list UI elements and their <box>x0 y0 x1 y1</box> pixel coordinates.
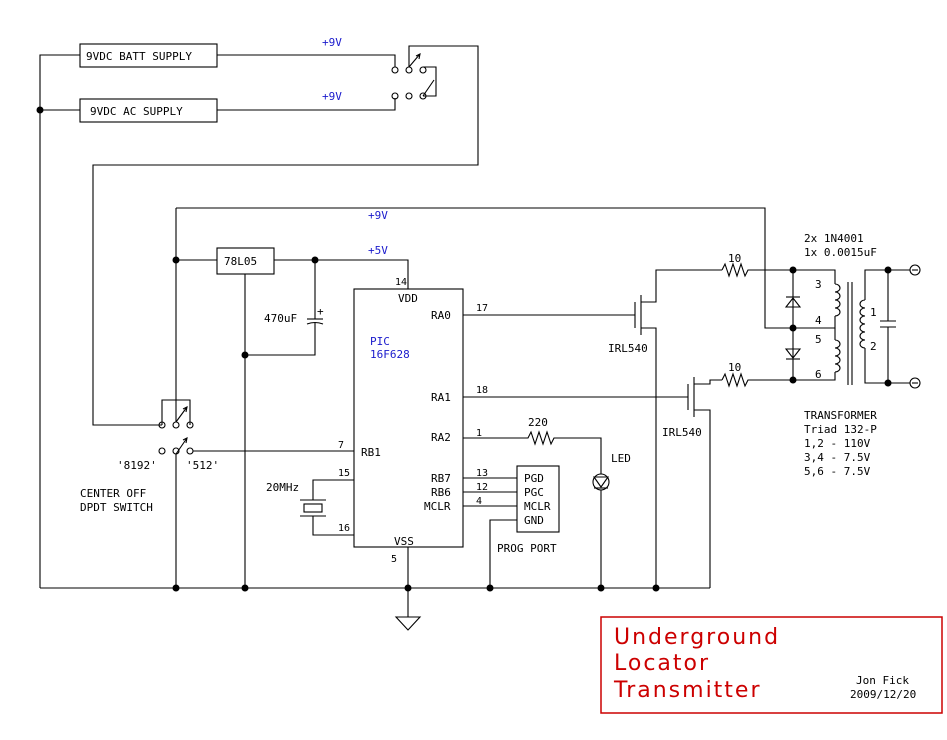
switch-desc-line1: CENTER OFF <box>80 487 146 500</box>
transformer-pin-2: 2 <box>870 340 877 353</box>
prog-port: PGD PGC MCLR GND PROG PORT <box>463 465 560 588</box>
switch-desc-line2: DPDT SWITCH <box>80 501 153 514</box>
power-select-switch <box>92 45 479 426</box>
pin-vdd-label: VDD <box>398 292 418 305</box>
switch-512-label: '512' <box>186 459 219 472</box>
pin-rb6-label: RB6 <box>431 486 451 499</box>
parts-line1: 2x 1N4001 <box>804 232 864 245</box>
title-line1: Underground <box>614 625 780 650</box>
parts-line2: 1x 0.0015uF <box>804 246 877 259</box>
ac-supply-label: 9VDC AC SUPPLY <box>90 105 183 118</box>
led-label: LED <box>611 452 631 465</box>
prog-port-box <box>516 465 560 533</box>
title-block: Underground Locator Transmitter Jon Fick… <box>600 616 943 714</box>
crystal-20mhz: 20MHz <box>266 479 354 536</box>
prog-port-pin-pgc: PGC <box>524 486 544 499</box>
transformer-section: 2x 1N4001 1x 0.0015uF 1 2 3 <box>764 232 921 478</box>
power-supply-section: 9VDC BATT SUPPLY 9VDC AC SUPPLY +9V +9V <box>36 36 479 588</box>
pin-ra2-label: RA2 <box>431 431 451 444</box>
pic-microcontroller: PIC 16F628 VDD 14 VSS 5 RA0 17 RA1 18 RA… <box>338 277 488 631</box>
pin-osc2-number: 16 <box>338 523 350 534</box>
rail-5v-label: +5V <box>368 244 388 257</box>
pin-vss-label: VSS <box>394 535 414 548</box>
rail-9v-label: +9V <box>368 209 388 222</box>
pin-rb1-label: RB1 <box>361 446 381 459</box>
led-resistor-label: 220 <box>528 416 548 429</box>
pic-name-line2: 16F628 <box>370 348 410 361</box>
prog-port-label: PROG PORT <box>497 542 557 555</box>
ground-bus <box>40 584 710 592</box>
transformer-pin-4: 4 <box>815 314 822 327</box>
resistor-r1-label: 10 <box>728 252 741 265</box>
title-date: 2009/12/20 <box>850 688 916 701</box>
transformer-pin-3: 3 <box>815 278 822 291</box>
capacitor-label: 470uF <box>264 312 297 325</box>
title-line2: Locator <box>614 651 710 676</box>
title-author: Jon Fick <box>856 674 909 687</box>
transformer-spec3: 5,6 - 7.5V <box>804 465 871 478</box>
mosfet-q1: IRL540 10 <box>463 252 793 588</box>
prog-port-pin-pgd: PGD <box>524 472 544 485</box>
pin-rb7-label: RB7 <box>431 472 451 485</box>
pin-rb7-number: 13 <box>476 468 488 479</box>
transformer-pin-5: 5 <box>815 333 822 346</box>
pin-osc1-number: 15 <box>338 468 350 479</box>
regulator-section: +9V 78L05 +5V 470uF + <box>172 207 766 588</box>
batt-supply-label: 9VDC BATT SUPPLY <box>86 50 192 63</box>
pin-rb1-number: 7 <box>338 440 344 451</box>
transformer-model: Triad 132-P <box>804 423 877 436</box>
prog-port-pin-mclr: MCLR <box>524 500 551 513</box>
mosfet-q1-label: IRL540 <box>608 342 648 355</box>
pin-ra0-label: RA0 <box>431 309 451 322</box>
pin-ra1-label: RA1 <box>431 391 451 404</box>
regulator-label: 78L05 <box>224 255 257 268</box>
pin-rb6-number: 12 <box>476 482 488 493</box>
capacitor-plus: + <box>317 305 324 318</box>
crystal-label: 20MHz <box>266 481 299 494</box>
mode-switch: '8192' '512' CENTER OFF DPDT SWITCH <box>80 260 354 588</box>
ac-voltage-label: +9V <box>322 90 342 103</box>
prog-port-pin-gnd: GND <box>524 514 544 527</box>
title-line3: Transmitter <box>613 678 762 703</box>
capacitor-470uf: 470uF + <box>245 260 324 356</box>
transformer-pin-6: 6 <box>815 368 822 381</box>
pin-mclr-number: 4 <box>476 496 482 507</box>
title-block-border <box>600 616 943 714</box>
transformer-spec1: 1,2 - 110V <box>804 437 871 450</box>
pin-ra1-number: 18 <box>476 385 488 396</box>
switch-8192-label: '8192' <box>117 459 157 472</box>
pic-name-line1: PIC <box>370 335 390 348</box>
pin-vss-number: 5 <box>391 554 397 565</box>
pin-mclr-label: MCLR <box>424 500 451 513</box>
batt-voltage-label: +9V <box>322 36 342 49</box>
pin-ra2-number: 1 <box>476 428 482 439</box>
resistor-r2-label: 10 <box>728 361 741 374</box>
pin-ra0-number: 17 <box>476 303 488 314</box>
transformer-title: TRANSFORMER <box>804 409 877 422</box>
mosfet-q2-label: IRL540 <box>662 426 702 439</box>
led-circuit: 220 LED <box>463 416 631 588</box>
transformer-pin-1: 1 <box>870 306 877 319</box>
pin-vdd-number: 14 <box>395 277 407 288</box>
transformer-spec2: 3,4 - 7.5V <box>804 451 871 464</box>
mosfet-q2: IRL540 10 <box>463 361 793 588</box>
